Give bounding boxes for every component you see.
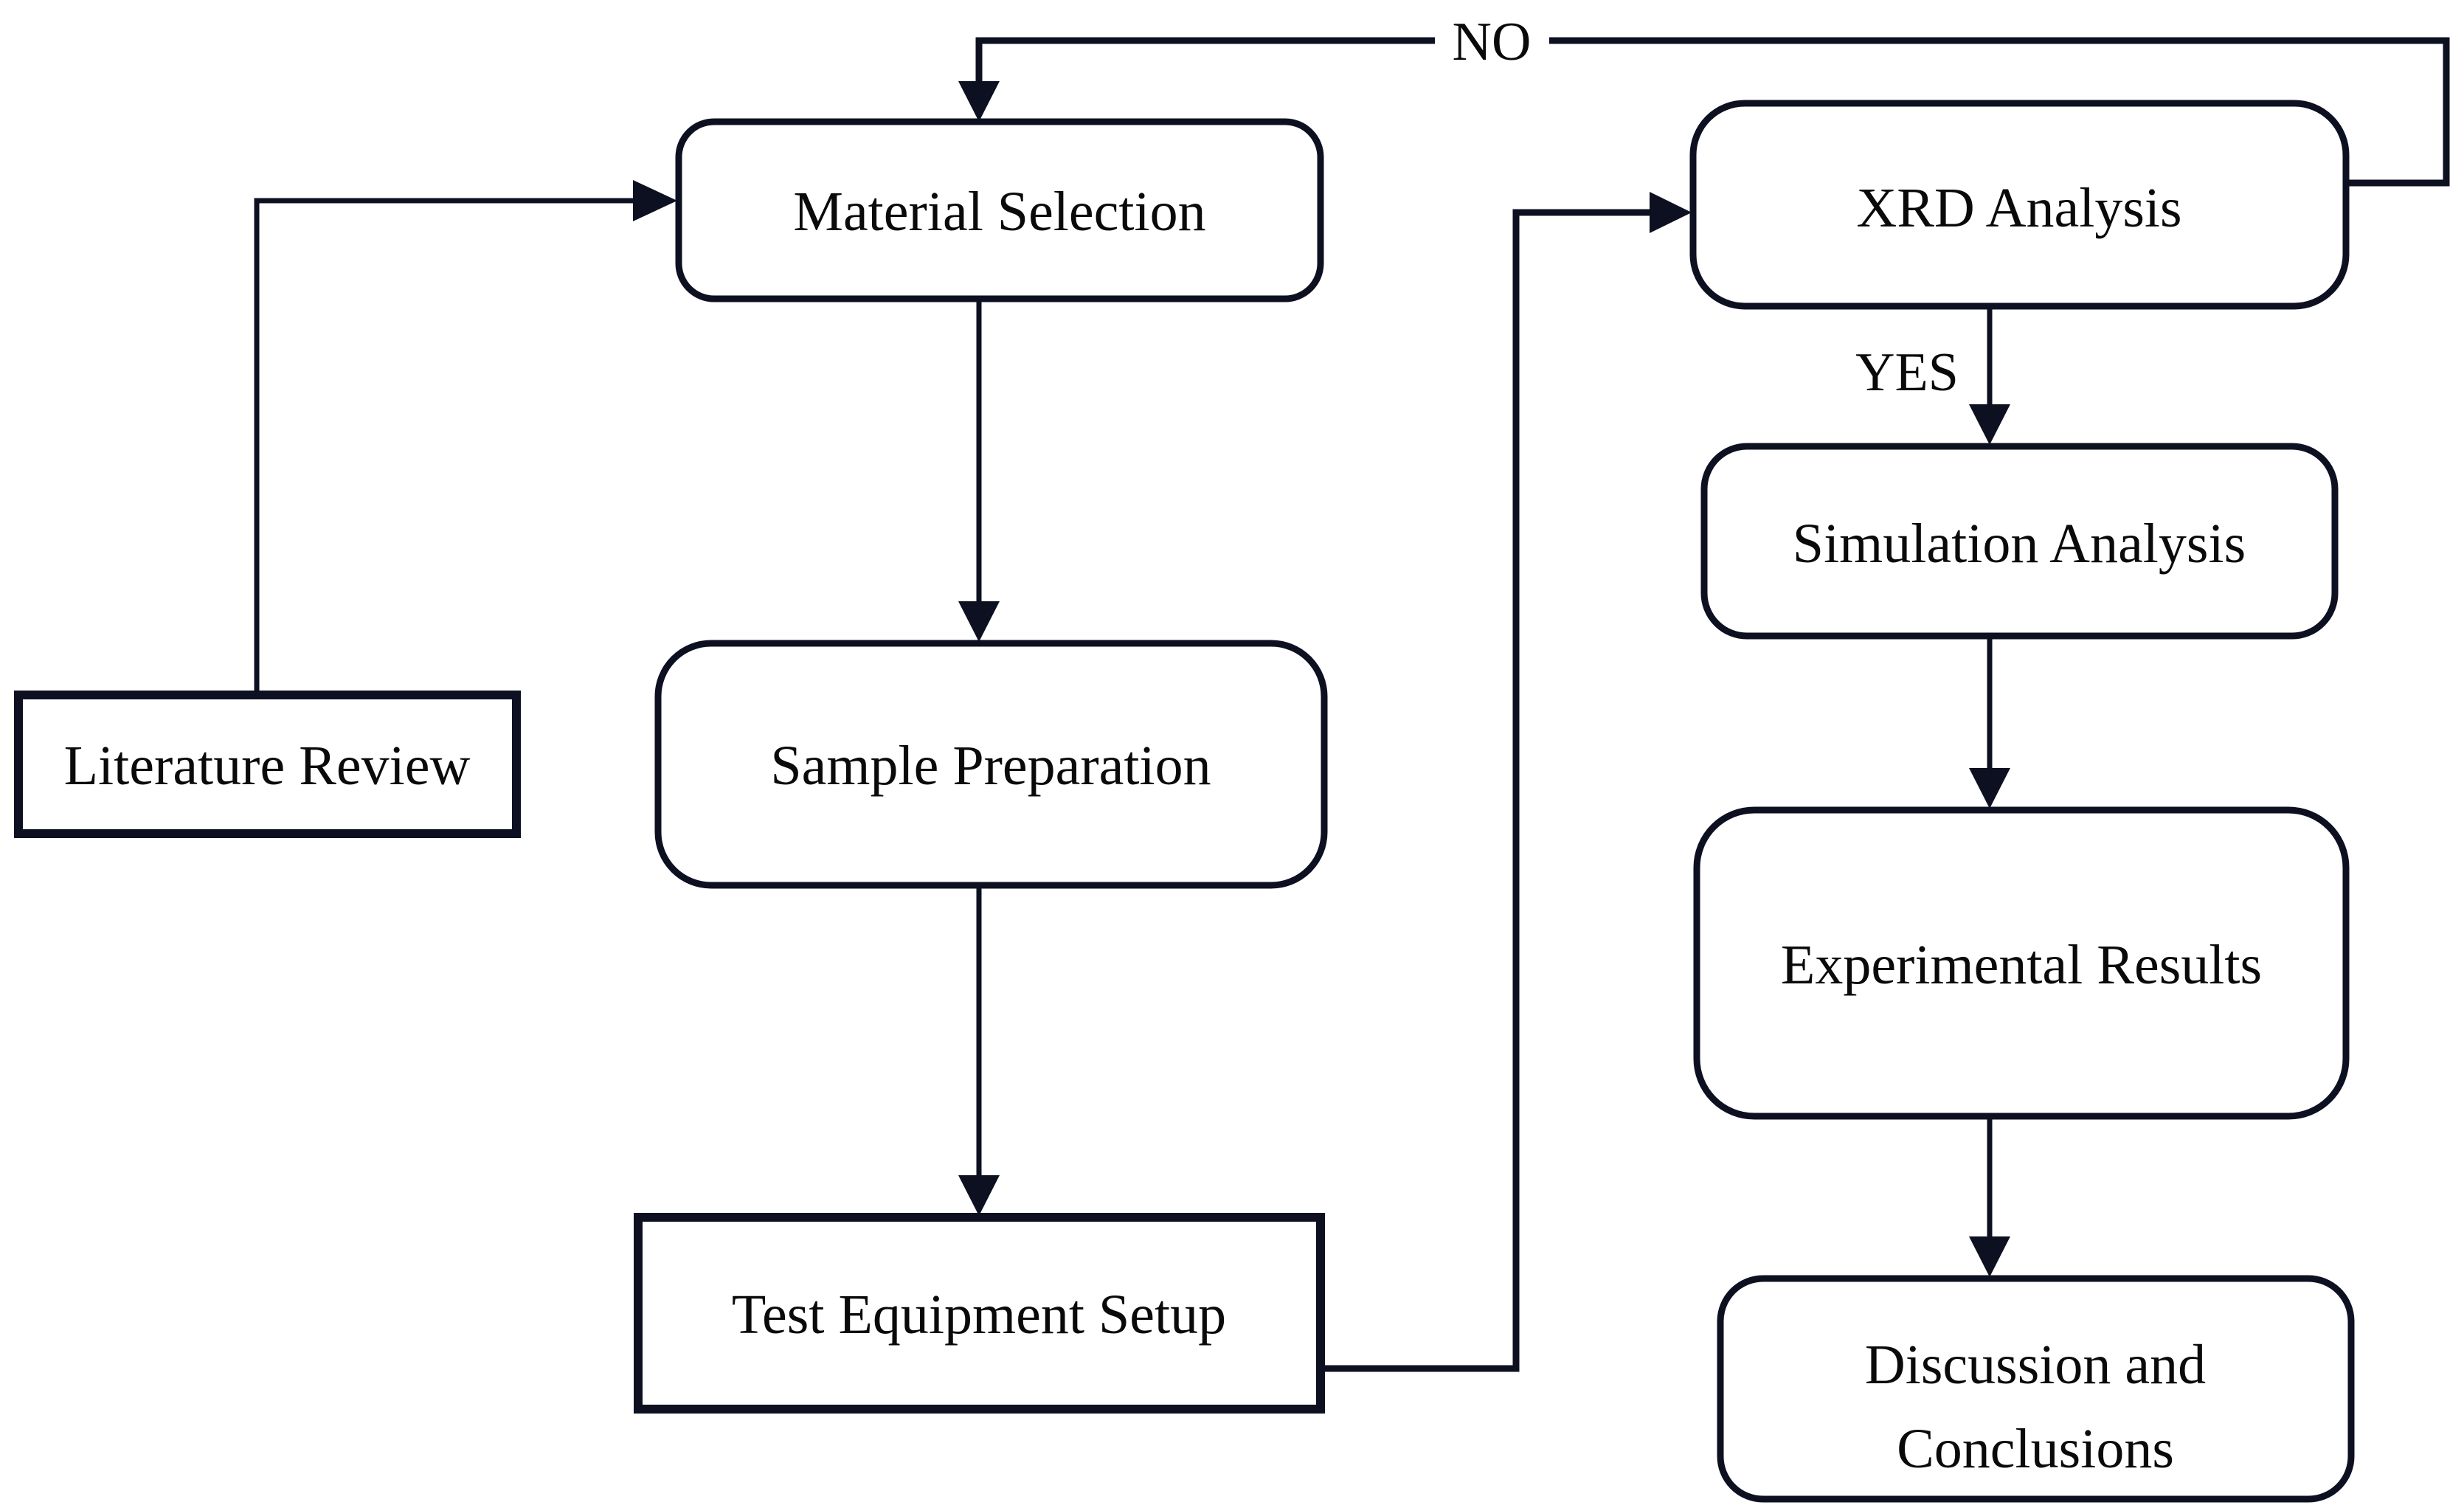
- node-xrd-analysis: XRD Analysis: [1689, 100, 2350, 310]
- discussion-conclusions-box: [1717, 1275, 2355, 1503]
- sample-preparation-box: [654, 640, 1328, 889]
- arrowhead-into-material-left: [633, 180, 677, 221]
- node-material-selection: Material Selection: [675, 118, 1324, 302]
- literature-review-label: Literature Review: [64, 735, 471, 797]
- edge-no-loop-left: [975, 37, 1435, 83]
- discussion-conclusions-label-line2: Conclusions: [1897, 1418, 2174, 1480]
- node-simulation-analysis: Simulation Analysis: [1700, 443, 2339, 640]
- experimental-results-label: Experimental Results: [1781, 934, 2262, 996]
- edge-literature-to-material: [254, 198, 664, 695]
- arrowhead-into-material-top: [958, 81, 1000, 122]
- simulation-analysis-label: Simulation Analysis: [1793, 513, 2246, 575]
- arrowhead-into-xrd-left: [1650, 192, 1692, 233]
- node-test-equipment-setup: Test Equipment Setup: [634, 1213, 1325, 1414]
- node-discussion-conclusions: Discussion and Conclusions: [1717, 1275, 2355, 1503]
- experimental-results-box: [1693, 806, 2350, 1120]
- edge-no-loop-right: [1549, 37, 2450, 187]
- arrowhead-into-sample-top: [958, 601, 1000, 642]
- node-experimental-results: Experimental Results: [1693, 806, 2350, 1120]
- material-selection-label: Material Selection: [793, 181, 1205, 243]
- xrd-analysis-label: XRD Analysis: [1856, 177, 2181, 239]
- edge-label-no: NO: [1453, 12, 1532, 72]
- arrowhead-into-discussion-top: [1969, 1236, 2010, 1277]
- simulation-analysis-box: [1700, 443, 2339, 640]
- node-literature-review: Literature Review: [14, 691, 521, 838]
- edge-label-yes: YES: [1855, 342, 1959, 403]
- xrd-analysis-box: [1689, 100, 2350, 310]
- arrowhead-into-test-top: [958, 1175, 1000, 1216]
- sample-preparation-label: Sample Preparation: [770, 735, 1211, 797]
- test-equipment-setup-label: Test Equipment Setup: [732, 1284, 1226, 1346]
- arrowhead-into-experimental-top: [1969, 768, 2010, 809]
- material-selection-box: [675, 118, 1324, 302]
- node-sample-preparation: Sample Preparation: [654, 640, 1328, 889]
- test-equipment-setup-box: [634, 1213, 1325, 1414]
- discussion-conclusions-label-line1: Discussion and: [1865, 1334, 2206, 1396]
- edge-test-to-xrd: [1321, 209, 1651, 1372]
- arrowhead-into-simulation-top: [1969, 404, 2010, 445]
- literature-review-box: [14, 691, 521, 838]
